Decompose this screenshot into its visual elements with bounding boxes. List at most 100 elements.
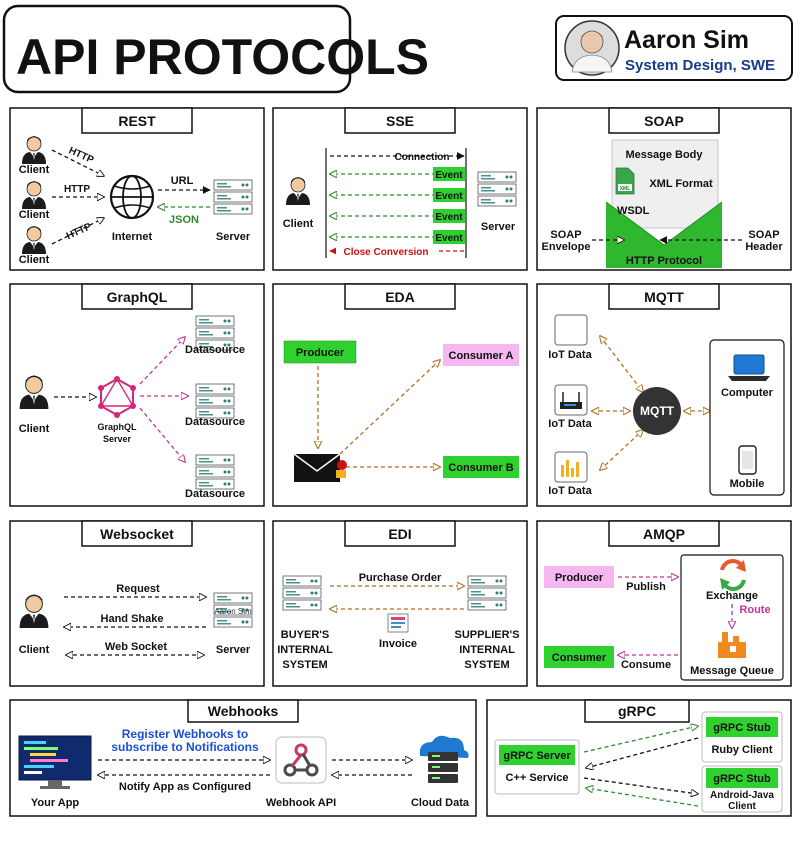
consumer-b-label: Consumer B (448, 462, 513, 474)
mobile-label: Mobile (730, 478, 765, 490)
soap-header-label: Header (745, 241, 783, 253)
svg-text:XML: XML (620, 186, 631, 192)
server-icon (477, 171, 517, 207)
webhook-api-label: Webhook API (266, 797, 336, 809)
eda-title: EDA (385, 289, 415, 305)
http-protocol-label: HTTP Protocol (626, 255, 702, 267)
datasource-label: Datasource (185, 416, 245, 428)
server-label: Server (481, 221, 516, 233)
client-label: Client (19, 254, 50, 266)
supplier-label: SUPPLIER'S (455, 629, 520, 641)
supplier-label: INTERNAL (459, 644, 515, 656)
mobile-icon (738, 445, 757, 475)
buyer-label: INTERNAL (277, 644, 333, 656)
handshake-label: Hand Shake (101, 613, 164, 625)
exchange-label: Exchange (706, 590, 758, 602)
websocket-label: Web Socket (105, 641, 167, 653)
page-title: API PROTOCOLS (16, 29, 429, 85)
notify-label: Notify App as Configured (119, 781, 251, 793)
request-label: Request (116, 583, 160, 595)
graphql-panel: GraphQL Client GraphQL Server Datasource… (9, 283, 265, 507)
author-name: Aaron Sim (624, 26, 749, 54)
producer-node (283, 340, 357, 364)
consumer-node (544, 646, 614, 668)
graphql-logo-icon (98, 376, 136, 418)
client-label: Client (19, 209, 50, 221)
rest-title: REST (118, 113, 156, 129)
datasource-label: Datasource (185, 344, 245, 356)
url-label: URL (171, 175, 194, 187)
amqp-panel: AMQP Producer Consumer Publish Consume E… (536, 520, 792, 687)
watermark: Aaron Sim (214, 607, 252, 616)
register-label: Register Webhooks to (122, 727, 248, 741)
grpc-stub-lang-label: Client (728, 801, 756, 812)
soap-header-label: SOAP (748, 229, 779, 241)
graphql-server-label: GraphQL (97, 422, 137, 432)
sse-title: SSE (386, 113, 414, 129)
grpc-server-node (499, 745, 575, 765)
monitor-icon (18, 735, 92, 789)
mqtt-panel: MQTT IoT Data IoT Data IoT Data MQTT (536, 283, 792, 507)
webhook-icon (275, 736, 327, 784)
globe-icon (109, 174, 155, 220)
author-role: System Design, SWE (625, 57, 775, 74)
sse-panel: SSE Client Connection Event Event Event … (272, 107, 528, 271)
author-badge: Aaron Sim System Design, SWE (555, 15, 793, 81)
soap-envelope-label: Envelope (542, 241, 591, 253)
chart-device-icon (554, 451, 588, 483)
purchase-order-label: Purchase Order (359, 572, 442, 584)
supplier-server-icon (467, 575, 507, 611)
laptop-icon (728, 354, 770, 381)
event-label: Event (435, 212, 463, 223)
iot-data-label: IoT Data (548, 418, 592, 430)
cloud-data-icon (419, 735, 469, 783)
title-block: API PROTOCOLS (2, 4, 429, 94)
queue-icon (718, 632, 746, 658)
producer-label: Producer (555, 572, 604, 584)
event-label: Event (435, 191, 463, 202)
soap-title: SOAP (644, 113, 684, 129)
grpc-server-lang-label: C++ Service (506, 772, 569, 784)
buyer-server-icon (282, 575, 322, 611)
cloud-data-label: Cloud Data (411, 797, 470, 809)
route-label: Route (739, 604, 770, 616)
grpc-stub-node (706, 717, 778, 737)
grpc-stub-lang-label: Android-Java (710, 790, 774, 801)
amqp-title: AMQP (643, 526, 685, 542)
websocket-title: Websocket (100, 526, 174, 542)
buyer-label: SYSTEM (282, 659, 327, 671)
consumer-a-label: Consumer A (449, 350, 514, 362)
producer-label: Producer (296, 347, 345, 359)
edi-panel: EDI Purchase Order Invoice BUYER'S INTER… (272, 520, 528, 687)
message-body-label: Message Body (625, 149, 703, 161)
consumer-b-node (443, 456, 519, 478)
message-queue-label: Message Queue (690, 665, 774, 677)
computer-label: Computer (721, 387, 774, 399)
grpc-stub-lang-label: Ruby Client (711, 744, 772, 756)
internet-label: Internet (112, 231, 153, 243)
grpc-panel: gRPC gRPC Server C++ Service gRPC Stub R… (486, 699, 792, 817)
connection-label: Connection (395, 152, 450, 163)
consumer-a-node (443, 344, 519, 366)
grpc-stub-label: gRPC Stub (713, 722, 771, 734)
graphql-title: GraphQL (107, 289, 168, 305)
datasource-icon (195, 383, 235, 419)
event-label: Event (435, 233, 463, 244)
iot-data-label: IoT Data (548, 349, 592, 361)
producer-node (544, 566, 614, 588)
websocket-panel: Websocket Client Aaron Sim Server Reques… (9, 520, 265, 687)
register-label: subscribe to Notifications (111, 740, 259, 754)
xml-file-icon: XML (615, 167, 635, 195)
mqtt-title: MQTT (644, 289, 684, 305)
envelope-icon (605, 201, 723, 268)
server-icon (213, 179, 253, 215)
eda-panel: EDA Producer Consumer A Consumer B (272, 283, 528, 507)
client-label: Client (19, 644, 50, 656)
client-label: Client (19, 164, 50, 176)
publish-label: Publish (626, 581, 666, 593)
client-label: Client (283, 218, 314, 230)
consumer-label: Consumer (552, 652, 607, 664)
invoice-label: Invoice (379, 638, 417, 650)
graphql-server-label: Server (103, 434, 132, 444)
grpc-stub-node (706, 768, 778, 788)
